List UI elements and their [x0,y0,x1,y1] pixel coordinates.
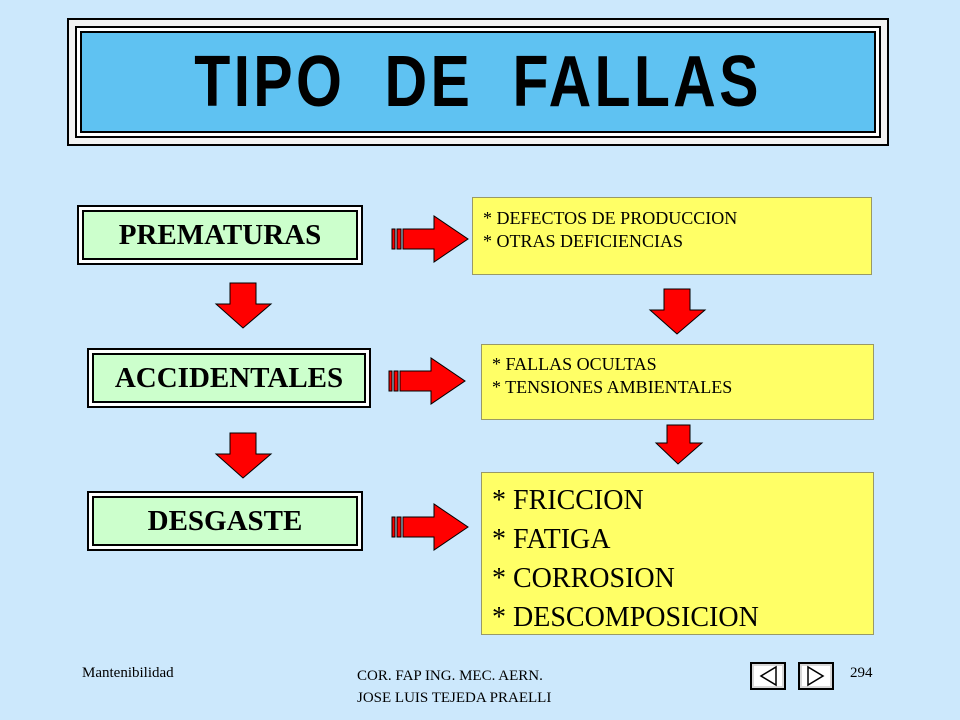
title-banner: TIPO DE FALLAS [67,18,889,146]
detail-item: * FATIGA [492,524,611,555]
detail-item: * TENSIONES AMBIENTALES [492,377,733,397]
footer-author: COR. FAP ING. MEC. AERN. JOSE LUIS TEJED… [357,665,551,709]
arrow-right-icon [391,215,469,263]
detail-item: * OTRAS DEFICIENCIAS [483,231,684,251]
detail-prematuras: * DEFECTOS DE PRODUCCION * OTRAS DEFICIE… [472,197,872,275]
arrow-down-icon [654,424,704,465]
detail-item: * DESCOMPOSICION [492,602,759,633]
detail-item: * CORROSION [492,563,675,594]
category-accidentales: ACCIDENTALES [87,348,371,408]
arrow-down-icon [648,288,707,335]
detail-item: * FRICCION [492,485,644,516]
arrow-down-icon [214,432,273,479]
next-slide-icon [807,665,825,687]
detail-accidentales: * FALLAS OCULTAS * TENSIONES AMBIENTALES [481,344,874,420]
detail-item: * DEFECTOS DE PRODUCCION [483,208,738,228]
footer-author-line: JOSE LUIS TEJEDA PRAELLI [357,690,552,706]
footer-course: Mantenibilidad [82,665,174,681]
arrow-down-icon [214,282,273,329]
slide-number: 294 [850,665,873,681]
detail-desgaste: * FRICCION * FATIGA * CORROSION * DESCOM… [481,472,874,635]
previous-slide-button[interactable] [750,662,786,690]
detail-item: * FALLAS OCULTAS [492,354,657,374]
slide-title: TIPO DE FALLAS [194,42,762,122]
next-slide-button[interactable] [798,662,834,690]
title-panel: TIPO DE FALLAS [75,26,881,138]
category-desgaste: DESGASTE [87,491,363,551]
previous-slide-icon [759,665,777,687]
footer-author-line: COR. FAP ING. MEC. AERN. [357,668,543,684]
category-prematuras: PREMATURAS [77,205,363,265]
arrow-right-icon [391,503,469,551]
arrow-right-icon [388,357,466,405]
